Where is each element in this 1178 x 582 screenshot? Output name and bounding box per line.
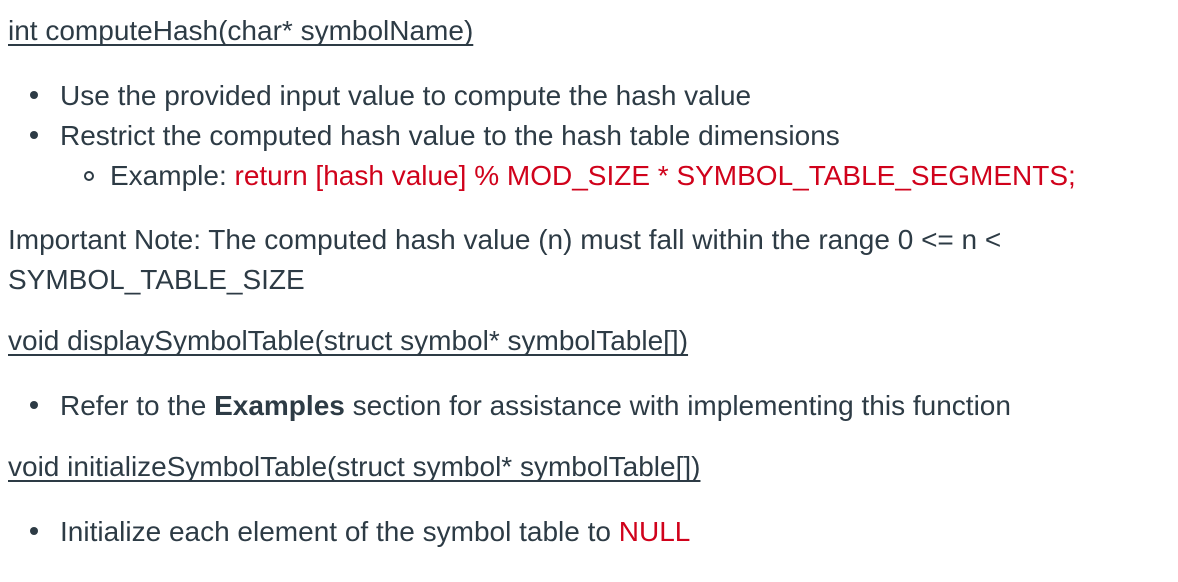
compute-hash-bullet-list: Use the provided input value to compute … xyxy=(8,76,1170,196)
example-code-red-text: return [hash value] % MOD_SIZE * SYMBOL_… xyxy=(234,160,1076,191)
heading-display-symbol-table-signature: void displaySymbolTable(struct symbol* s… xyxy=(8,325,689,356)
list-item: Restrict the computed hash value to the … xyxy=(30,116,1170,196)
list-item: Refer to the Examples section for assist… xyxy=(30,386,1170,426)
list-item: Initialize each element of the symbol ta… xyxy=(30,512,1170,552)
heading-initialize-symbol-table-signature: void initializeSymbolTable(struct symbol… xyxy=(8,451,701,482)
bullet-text: Restrict the computed hash value to the … xyxy=(60,120,840,151)
heading-compute-hash-signature: int computeHash(char* symbolName) xyxy=(8,15,474,46)
important-note-paragraph: Important Note: The computed hash value … xyxy=(8,224,1002,295)
bullet-text-prefix: Refer to the xyxy=(60,390,215,421)
example-sublist: Example: return [hash value] % MOD_SIZE … xyxy=(60,156,1170,196)
null-red-text: NULL xyxy=(618,516,691,547)
bullet-text-prefix: Initialize each element of the symbol ta… xyxy=(60,516,619,547)
display-symbol-table-bullet-list: Refer to the Examples section for assist… xyxy=(8,386,1170,426)
list-item-example: Example: return [hash value] % MOD_SIZE … xyxy=(84,156,1170,196)
examples-bold-text: Examples xyxy=(214,390,345,421)
bullet-text: Use the provided input value to compute … xyxy=(60,80,752,111)
initialize-symbol-table-bullet-list: Initialize each element of the symbol ta… xyxy=(8,512,1170,552)
document-body: int computeHash(char* symbolName) Use th… xyxy=(8,14,1170,552)
example-label: Example: xyxy=(110,160,235,191)
bullet-text-suffix: section for assistance with implementing… xyxy=(344,390,1011,421)
list-item: Use the provided input value to compute … xyxy=(30,76,1170,116)
